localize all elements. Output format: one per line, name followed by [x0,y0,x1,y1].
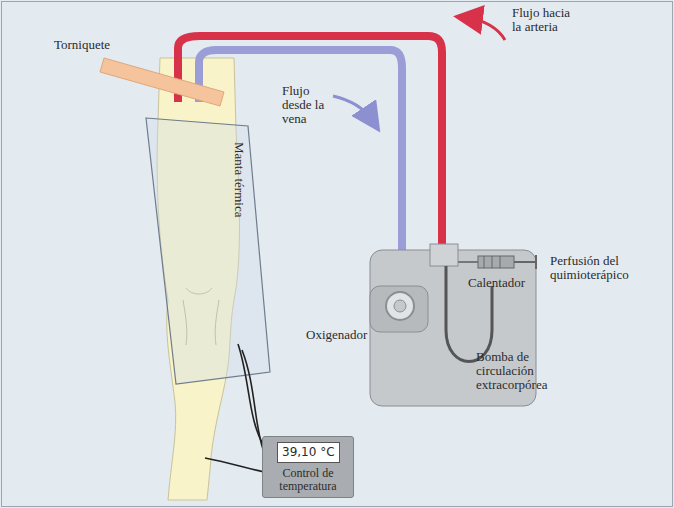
part-label: Perfusión del quimioterápico [550,254,660,282]
part-label: Bomba de circulación extracorpórea [476,350,566,392]
temperature-value: 39,10 °C [282,445,335,460]
control-box: Control de temperatura 39,10 °C [262,436,354,498]
box-title: Control de temperatura [269,467,347,493]
part-label: Calentador [468,276,548,290]
flow-label: Flujo hacia la arteria [512,6,580,34]
part-label: Manta térmica [232,142,246,217]
part-label: Torniquete [54,38,134,52]
part-label: Oxigenador [306,328,386,342]
flow-label: Flujo desde la vena [282,84,338,126]
temperature-display: 39,10 °C [277,442,340,463]
